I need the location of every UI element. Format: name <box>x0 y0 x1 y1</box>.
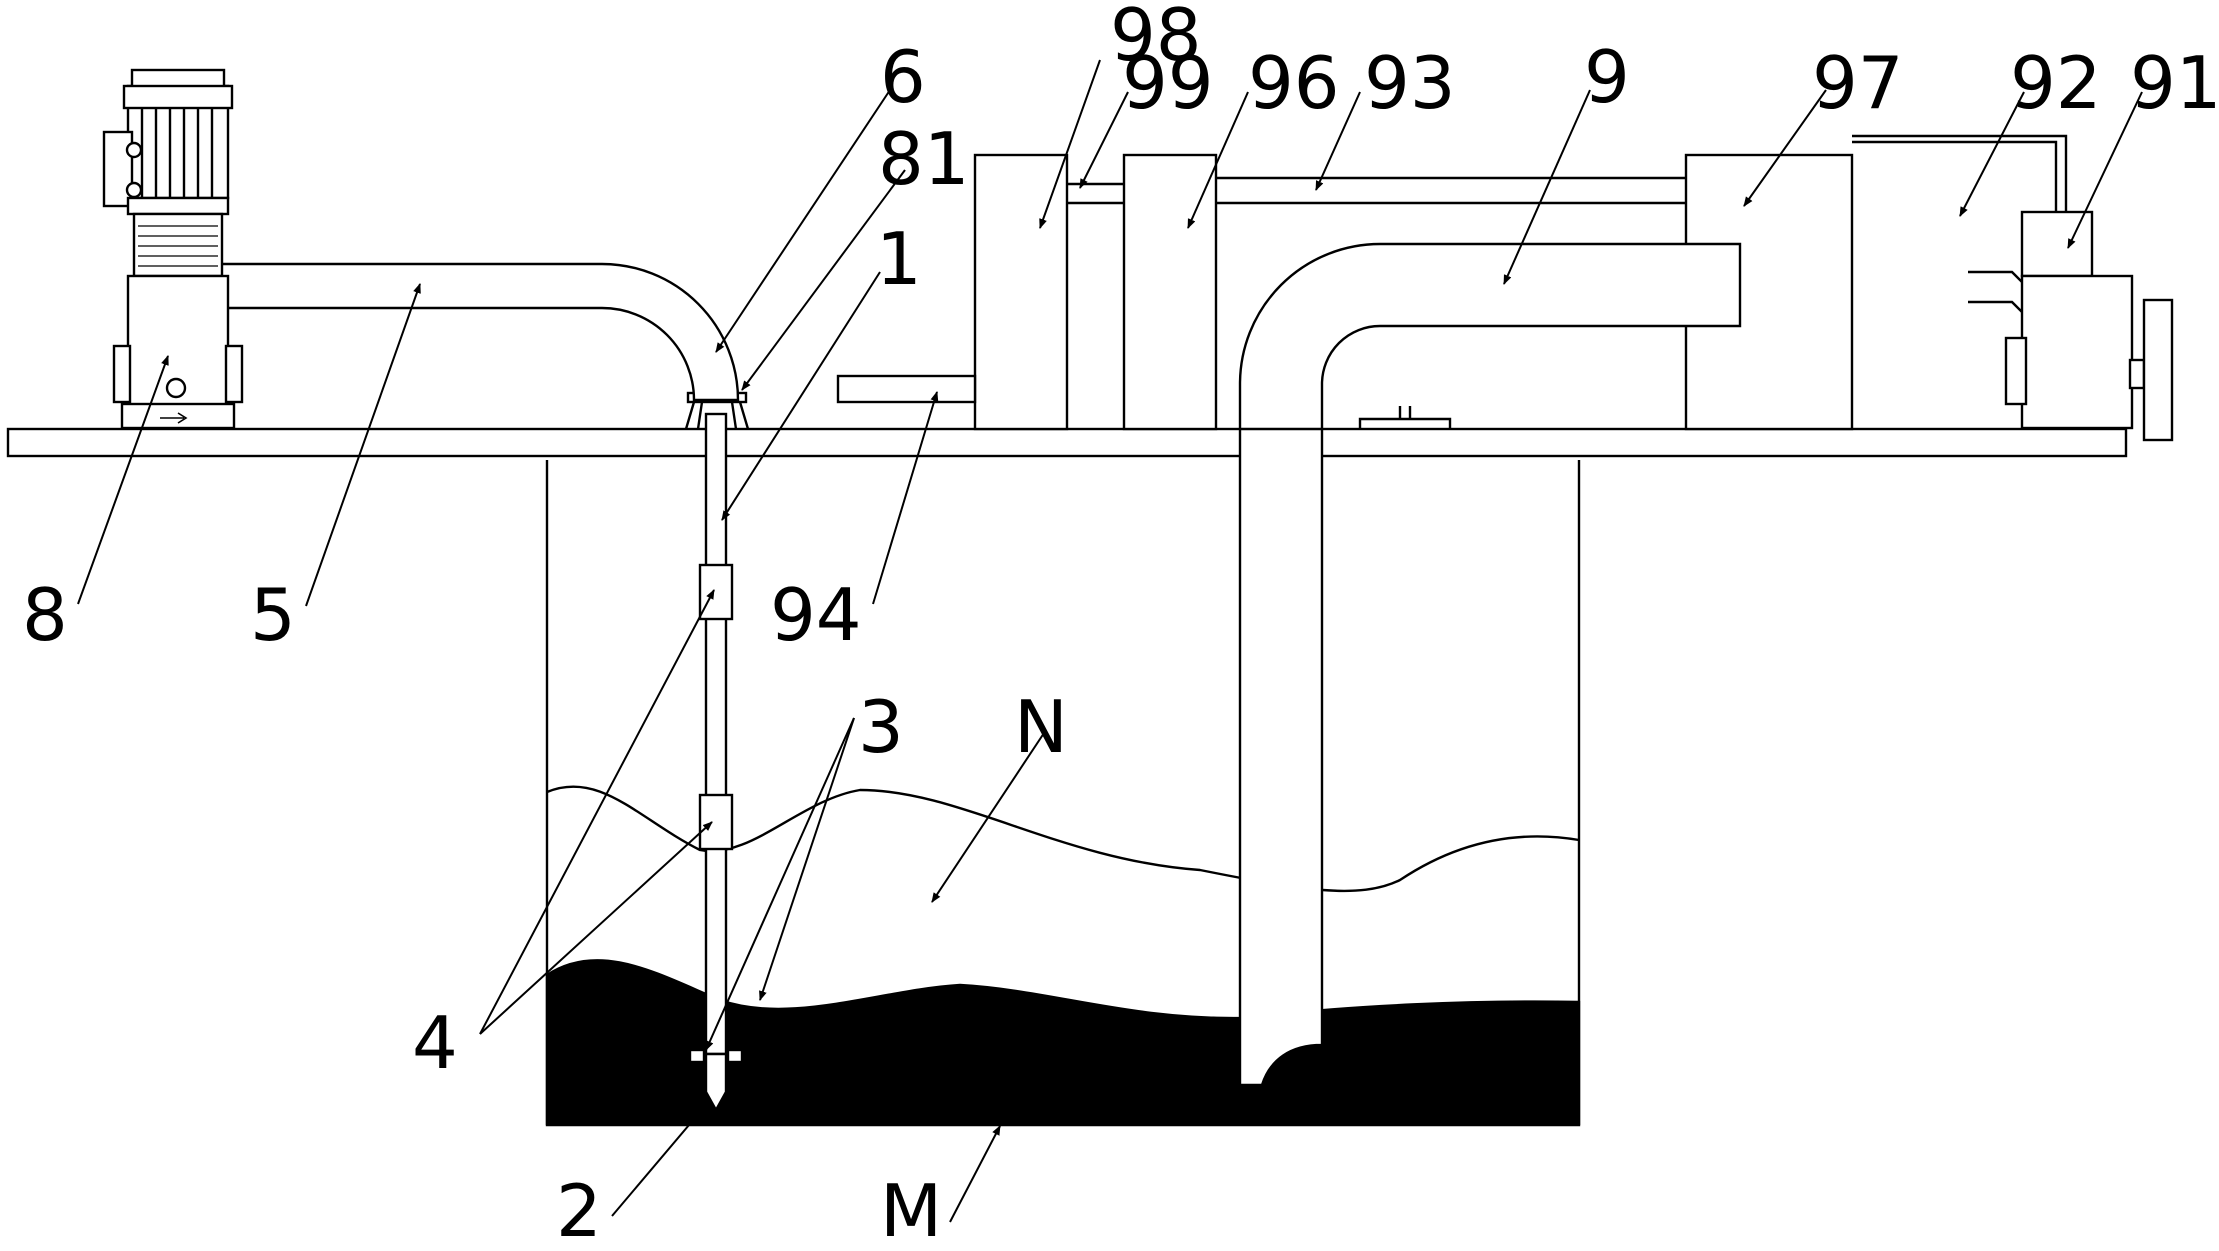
control-box-98 <box>973 153 1069 431</box>
label-3: 3 <box>858 685 904 769</box>
label-96: 96 <box>1248 41 1340 125</box>
label-M: M <box>880 1169 942 1246</box>
line-92 <box>1852 134 2068 212</box>
coupling-lower <box>698 793 734 851</box>
line-93 <box>1216 176 1686 205</box>
probe-tube <box>704 412 728 1056</box>
line-99 <box>1067 182 1124 205</box>
side-jet-right <box>726 1048 744 1064</box>
label-2: 2 <box>556 1169 602 1246</box>
drive-body <box>2020 274 2134 430</box>
label-94: 94 <box>770 573 862 657</box>
fan-housing <box>126 196 230 216</box>
label-4: 4 <box>412 1001 458 1085</box>
water-surface <box>546 785 1580 893</box>
pipe <box>218 262 740 402</box>
label-6: 6 <box>880 35 926 119</box>
drive-top <box>2020 210 2094 278</box>
label-8: 8 <box>22 573 68 657</box>
label-9: 9 <box>1584 35 1630 119</box>
ground-slab <box>6 427 2128 458</box>
label-81: 81 <box>878 117 970 201</box>
label-1: 1 <box>876 217 922 301</box>
clamp-support <box>684 401 750 430</box>
label-N: N <box>1014 685 1068 769</box>
coupling-guard <box>132 212 224 278</box>
sludge-layer <box>545 959 1581 1127</box>
label-92: 92 <box>2010 41 2102 125</box>
ground-fitting <box>1358 406 1452 429</box>
guard-mesh <box>138 225 218 267</box>
label-91: 91 <box>2130 41 2219 125</box>
handwheel <box>2142 298 2174 442</box>
side-jet-left <box>688 1048 706 1064</box>
coupling-upper <box>698 563 734 621</box>
duct-9 <box>1238 242 1742 1087</box>
probe-tip <box>704 1052 728 1113</box>
label-99: 99 <box>1122 41 1214 125</box>
pump-assembly <box>102 68 244 430</box>
motor-cover <box>122 84 234 110</box>
label-5: 5 <box>250 573 296 657</box>
label-97: 97 <box>1812 41 1904 125</box>
label-98: 98 <box>1110 0 1202 77</box>
drive-unit-91 <box>1968 210 2174 442</box>
pump-base <box>120 402 236 430</box>
label-93: 93 <box>1364 41 1456 125</box>
hose-94 <box>836 374 977 404</box>
